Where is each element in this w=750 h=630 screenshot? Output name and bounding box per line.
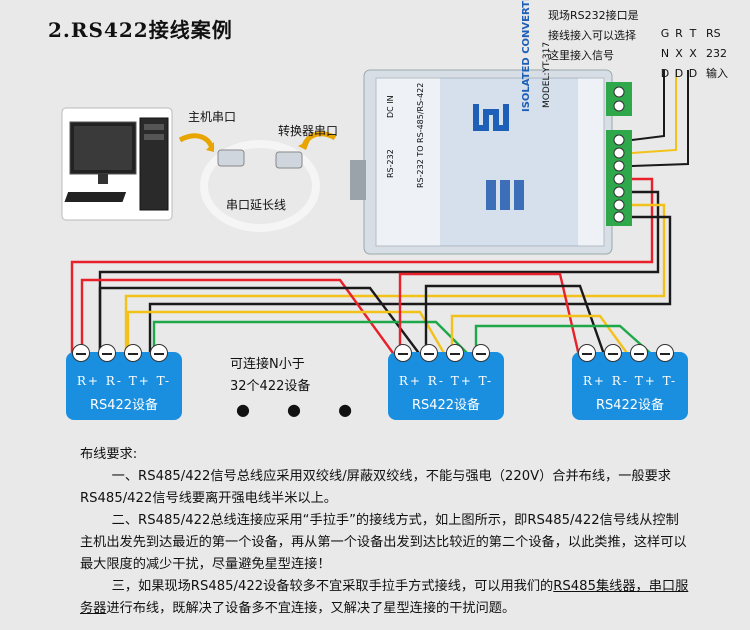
terminal-screw-icon [604, 344, 622, 362]
terminal-screw-icon [394, 344, 412, 362]
note-paragraph-2: 二、RS485/422总线连接应采用“手拉手”的接线方式，如上图所示，即RS48… [80, 513, 687, 572]
extension-cable-label: 串口延长线 [226, 198, 287, 212]
rs422-device-3: R+ R- T+ T- RS422设备 [572, 344, 688, 420]
rs422-device-2: R+ R- T+ T- RS422设备 [388, 344, 504, 420]
converter-brand: ISOLATED CONVERTER [521, 0, 532, 112]
connect-n-label-2: 32个422设备 [230, 379, 311, 394]
converter-port-label: 转换器串口 [278, 124, 339, 138]
rs232-hint-line-2: 接线接入可以选择 [548, 29, 636, 42]
terminal-screw-icon [656, 344, 674, 362]
terminal-screw-icon [630, 344, 648, 362]
terminal-screw-icon [420, 344, 438, 362]
connect-n-label-1: 可连接N小于 [230, 357, 305, 372]
rs422-device-1: R+ R- T+ T- RS422设备 [66, 344, 182, 420]
device-name: RS422设备 [411, 398, 481, 413]
ellipsis-dots: ● ● ● [236, 400, 369, 419]
serial-extension-cable-illustration [200, 140, 320, 232]
terminal-screw-icon [150, 344, 168, 362]
note-3-text-b: 进行布线，既解决了设备多不宜连接，又解决了星型连接的干扰问题。 [106, 601, 516, 616]
terminal-screw-icon [472, 344, 490, 362]
hub-server-link[interactable]: RS485集线器，串口服务器 [80, 579, 689, 616]
left-arrow [178, 133, 215, 150]
converter-model: MODEL:YT-317 [542, 41, 552, 108]
device-name: RS422设备 [595, 398, 665, 413]
host-port-label: 主机串口 [188, 110, 237, 124]
page-title: 2.RS422接线案例 [48, 18, 233, 42]
computer-illustration [61, 107, 173, 221]
terminal-screw-icon [98, 344, 116, 362]
wiring-requirements: 布线要求: 一、RS485/422信号总线应采用双绞线/屏蔽双绞线，不能与强电（… [80, 444, 690, 620]
notes-heading: 布线要求: [80, 447, 138, 462]
rs232-hint-line-3: 这里接入信号 [548, 49, 614, 62]
device-pin-labels: R+ R- T+ T- [582, 374, 678, 388]
note-paragraph-3: 三，如果现场RS485/422设备较多不宜采取手拉手方式接线，可以用我们的RS4… [80, 576, 690, 620]
bus-wires [70, 177, 672, 370]
converter-side-text: RS-232 TO RS-485/RS-422 [416, 82, 425, 188]
terminal-screw-icon [72, 344, 90, 362]
converter-device [350, 69, 632, 255]
device-name: RS422设备 [89, 398, 159, 413]
terminal-screw-icon [446, 344, 464, 362]
converter-dc-in: DC IN [386, 95, 395, 118]
device-pin-labels: R+ R- T+ T- [398, 374, 494, 388]
rs232-hint: 现场RS232接口是 接线接入可以选择 这里接入信号 [548, 6, 639, 66]
note-paragraph-1: 一、RS485/422信号总线应采用双绞线/屏蔽双绞线，不能与强电（220V）合… [80, 469, 671, 506]
rs232-hint-line-1: 现场RS232接口是 [548, 9, 639, 22]
terminal-screw-icon [124, 344, 142, 362]
terminal-screw-icon [578, 344, 596, 362]
converter-rs232-label: RS-232 [386, 149, 395, 178]
rs232-input-wires [631, 70, 689, 167]
note-3-text-a: 三，如果现场RS485/422设备较多不宜采取手拉手方式接线，可以用我们的 [111, 579, 554, 594]
device-pin-labels: R+ R- T+ T- [76, 374, 172, 388]
